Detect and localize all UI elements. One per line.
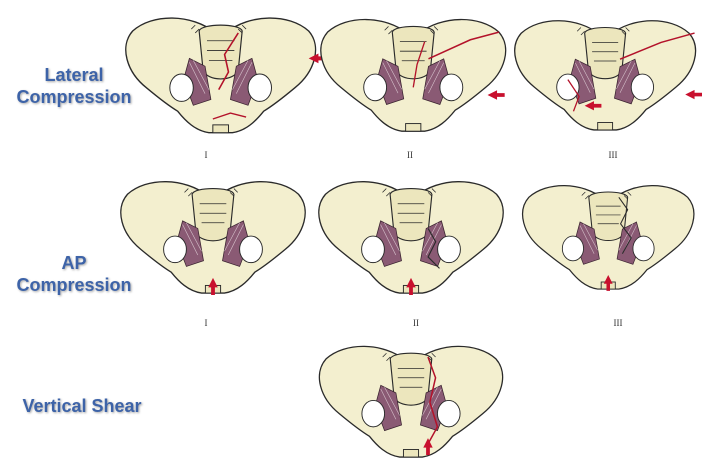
pelvis-illustration [319, 182, 503, 293]
lateral-compression-type-1-figure [118, 10, 338, 140]
numeral-lc-1: I [196, 150, 216, 160]
numeral-ap-1: I [196, 318, 216, 328]
compression-arrow [685, 90, 702, 99]
label-line-1: Vertical Shear [2, 395, 162, 417]
pelvis-illustration [523, 186, 694, 289]
lateral-compression-type-2-figure [318, 10, 518, 140]
pelvis-illustration [126, 18, 316, 133]
numeral-ap-3: III [608, 318, 628, 328]
ap-compression-type-2-figure [316, 172, 506, 302]
ap-compression-type-3-figure [520, 172, 700, 302]
lateral-compression-type-3-figure [512, 10, 702, 140]
pelvis-illustration [121, 182, 305, 293]
row-label-vertical-shear: Vertical Shear [2, 395, 162, 417]
compression-arrow [488, 90, 505, 100]
numeral-ap-2: II [406, 318, 426, 328]
pelvis-illustration [321, 20, 506, 132]
vertical-shear-figure [316, 340, 506, 458]
pelvis-illustration [515, 21, 696, 130]
pelvis-illustration [319, 346, 502, 457]
ap-compression-type-1-figure [118, 172, 308, 302]
numeral-lc-3: III [603, 150, 623, 160]
numeral-lc-2: II [400, 150, 420, 160]
